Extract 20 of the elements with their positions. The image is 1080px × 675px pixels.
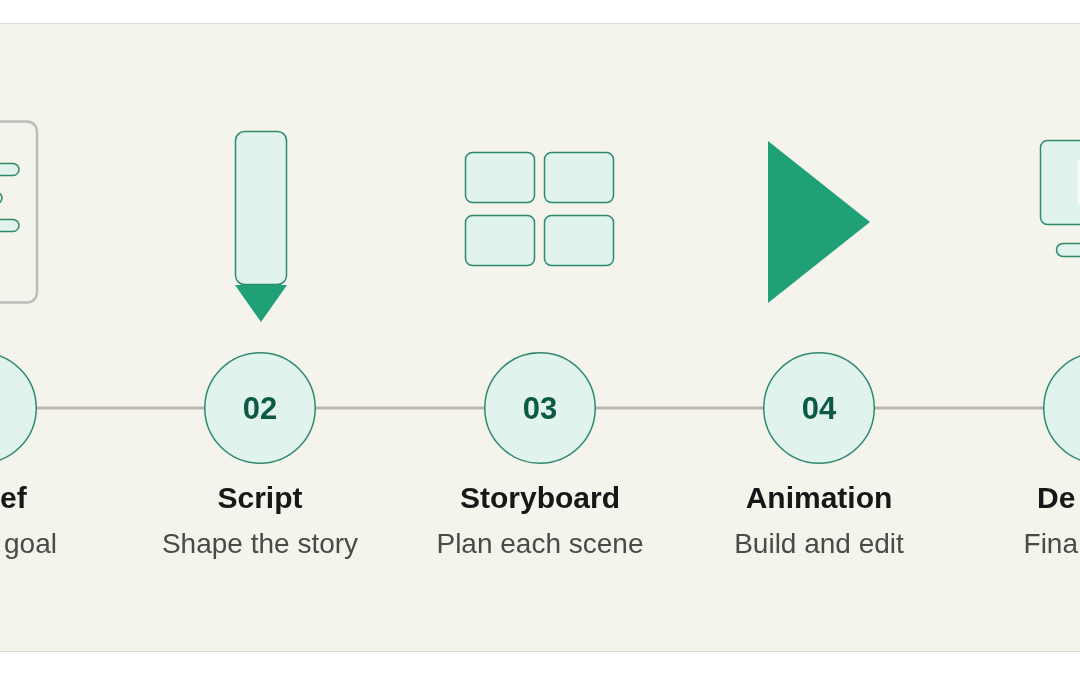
step-description: Shape the story xyxy=(161,527,359,561)
step-title: De xyxy=(1037,480,1076,516)
step-description: Build and edit xyxy=(734,527,904,561)
step-title: Storyboard xyxy=(460,480,620,516)
connector-line xyxy=(875,406,1043,410)
step-circle xyxy=(484,352,596,464)
step-description: Plan each scene xyxy=(436,527,644,561)
connector-line xyxy=(316,406,484,410)
step-circle xyxy=(204,352,316,464)
step-title: Animation xyxy=(745,480,893,516)
step-number: 04 xyxy=(801,392,837,424)
step-title: ef xyxy=(0,480,27,516)
step-circle xyxy=(763,352,875,464)
connector-line xyxy=(37,406,204,410)
step-description: goal xyxy=(4,527,57,561)
step-number: 02 xyxy=(242,392,278,424)
connector-line xyxy=(596,406,763,410)
step-title: Script xyxy=(217,480,303,516)
step-description: Fina xyxy=(1023,527,1078,561)
step-number: 03 xyxy=(522,392,558,424)
